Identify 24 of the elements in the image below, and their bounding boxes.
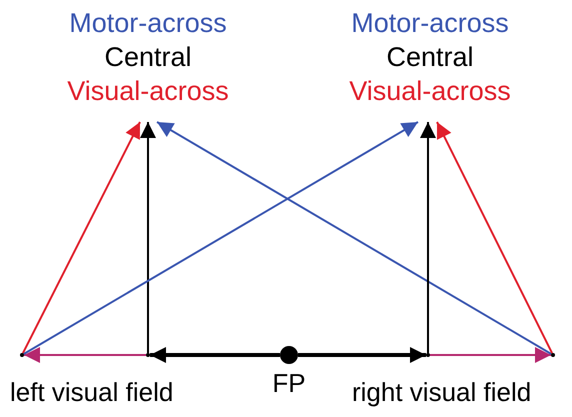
point-label: FP bbox=[272, 368, 306, 398]
arrow bbox=[436, 122, 553, 354]
region-label: Central bbox=[386, 41, 474, 74]
target-point bbox=[426, 353, 430, 357]
region-label: Motor-across bbox=[69, 7, 227, 40]
arrow bbox=[430, 347, 551, 363]
arrow bbox=[22, 122, 141, 354]
arrow bbox=[150, 347, 280, 363]
arrow bbox=[140, 122, 156, 353]
arrow bbox=[23, 121, 418, 355]
fixation-point bbox=[280, 346, 298, 364]
field-label: left visual field bbox=[10, 376, 174, 408]
arrow bbox=[298, 347, 426, 363]
arrow bbox=[156, 121, 552, 355]
region-label: Visual-across bbox=[349, 75, 511, 108]
field-label: right visual field bbox=[352, 376, 532, 408]
target-point bbox=[551, 353, 555, 357]
region-label: Central bbox=[104, 41, 192, 74]
arrow bbox=[24, 347, 146, 363]
target-point bbox=[146, 353, 150, 357]
region-label: Visual-across bbox=[67, 75, 229, 108]
arrow bbox=[420, 122, 436, 353]
target-point bbox=[20, 353, 24, 357]
region-label: Motor-across bbox=[351, 7, 509, 40]
